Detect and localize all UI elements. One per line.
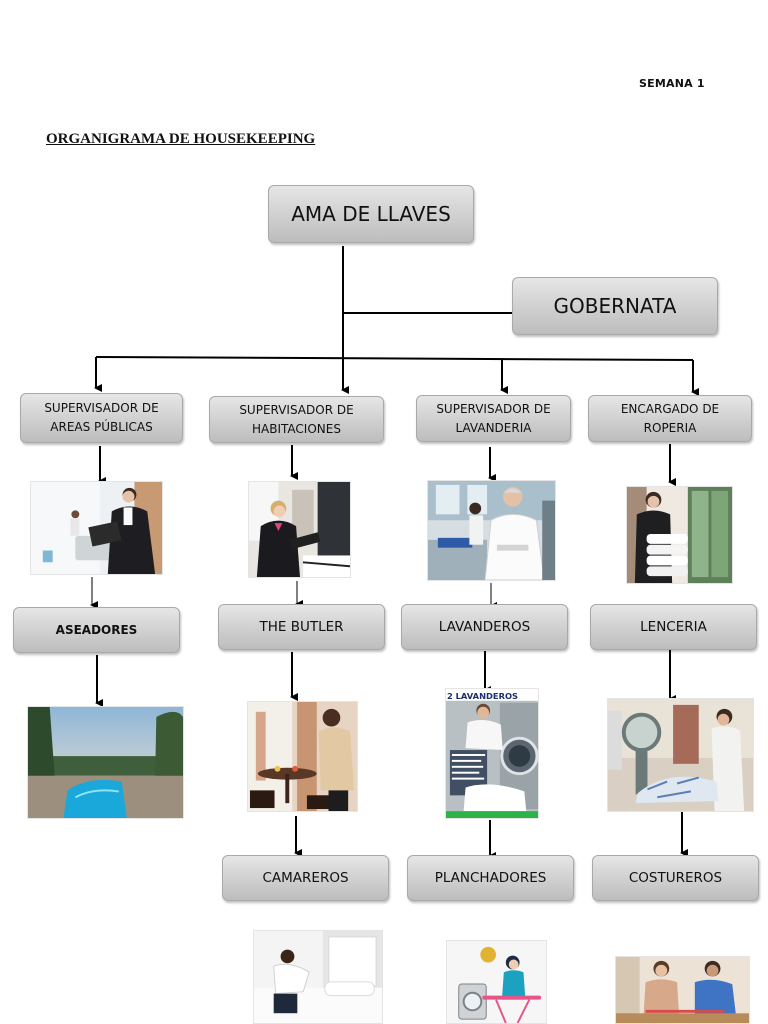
- photo-room-attendant: [253, 930, 383, 1024]
- photo-pool-area: [27, 706, 184, 819]
- line-horizontal-bus: [95, 356, 694, 361]
- node-the-butler: THE BUTLER: [218, 604, 385, 650]
- photo-linen-room: [607, 698, 754, 812]
- node-lavanderos: LAVANDEROS: [401, 604, 568, 650]
- node-aseadores: ASEADORES: [13, 607, 180, 653]
- node-camareros: CAMAREROS: [222, 855, 389, 901]
- node-lenceria: LENCERIA: [590, 604, 757, 650]
- poster-heading: 2 LAVANDEROS: [447, 691, 518, 701]
- photo-laundry-supervisor: [427, 480, 556, 581]
- node-supervisor-habitaciones: SUPERVISADOR DE HABITACIONES: [209, 396, 384, 443]
- photo-seamstresses: [615, 956, 750, 1024]
- node-supervisor-lavanderia: SUPERVISADOR DE LAVANDERIA: [416, 395, 571, 442]
- photo-butler-service: [247, 701, 358, 812]
- illustration-ironing: [446, 940, 547, 1024]
- week-label: SEMANA 1: [639, 77, 705, 90]
- node-planchadores: PLANCHADORES: [407, 855, 574, 901]
- node-encargado-roperia: ENCARGADO DE ROPERIA: [588, 395, 752, 442]
- photo-laundry-poster: 2 LAVANDEROS: [445, 688, 539, 819]
- node-supervisor-areas-publicas: SUPERVISADOR DE AREAS PÚBLICAS: [20, 393, 183, 443]
- page-title: ORGANIGRAMA DE HOUSEKEEPING: [46, 131, 316, 147]
- node-ama-de-llaves: AMA DE LLAVES: [268, 185, 474, 243]
- node-gobernata: GOBERNATA: [512, 277, 718, 335]
- photo-rooms-supervisor: [248, 481, 351, 578]
- node-costureros: COSTUREROS: [592, 855, 759, 901]
- photo-public-areas-supervisor: [30, 481, 163, 575]
- photo-linen-manager: [626, 486, 733, 584]
